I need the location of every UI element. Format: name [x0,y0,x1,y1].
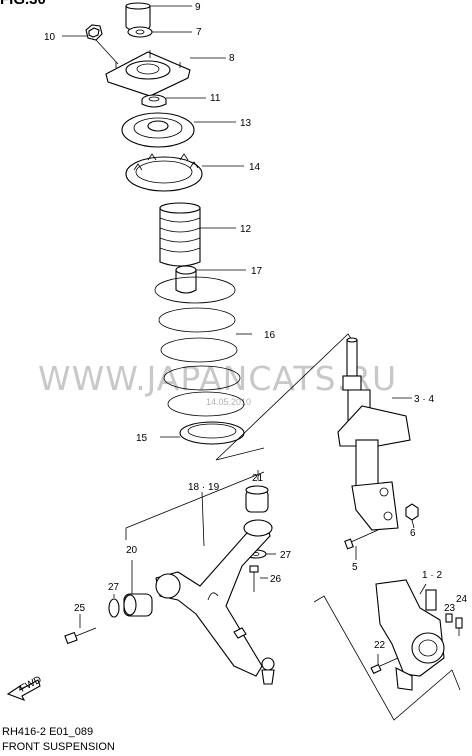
callout-18-19: 18 · 19 [188,482,220,493]
leader-1819 [201,491,205,547]
part-10-nut [85,24,103,41]
part-13-upper-seat [121,112,195,148]
callout-26: 26 [270,574,282,585]
part-3-4-strut [337,337,411,531]
leader-12b [419,583,427,595]
callout-10: 10 [44,32,56,43]
part-20-bushing [123,593,153,617]
callout-14: 14 [249,162,261,173]
knuckle-outline [313,595,461,721]
part-24-bolt [455,617,463,636]
callout-3-4: 3 · 4 [414,394,434,405]
leader-6 [411,519,415,529]
fwd-arrow-icon [6,679,41,702]
callout-27-lower: 27 [108,582,120,593]
callout-25: 25 [74,603,86,614]
part-26-bolt [249,565,259,592]
part-22-bolt [370,657,399,675]
leader-20-arm [125,471,265,540]
callout-5: 5 [352,562,358,573]
part-14-insulator [125,153,203,192]
part-12-boot [159,202,201,267]
part-15-lower-seat [179,421,245,445]
callout-22: 22 [374,640,386,651]
figure-title: FIG.30 [0,0,46,8]
watermark-text: WWW.JAPANCATS.RU [38,359,397,398]
callout-21: 21 [252,473,264,484]
part-7-washer [127,26,153,38]
watermark-stamp: 14.05.2010 [206,397,251,407]
part-11-bearing [141,94,167,108]
part-16-coil-spring [154,276,245,417]
drawing-code: RH416-2 E01_089 [2,726,94,738]
drawing-title: FRONT SUSPENSION [2,741,115,753]
part-18-19-control-arm [155,519,275,685]
part-23-bolt [445,613,453,623]
part-6-nut [405,503,419,521]
callout-15: 15 [136,433,148,444]
part-1-2-knuckle [375,579,445,691]
callout-9: 9 [195,2,201,13]
callout-8: 8 [229,53,235,64]
part-25-bolt [64,627,97,645]
leader-10-target [95,39,119,65]
callout-20: 20 [126,545,138,556]
part-17-bump-stopper [175,265,197,294]
part-21-bushing [245,485,269,513]
callout-13: 13 [240,118,252,129]
callout-1-2: 1 · 2 [422,570,442,581]
part-27-washer-lower [108,598,120,618]
callout-16: 16 [264,330,276,341]
callout-17: 17 [251,266,263,277]
callout-27-upper: 27 [280,550,292,561]
callout-24: 24 [456,594,468,605]
callout-23: 23 [444,603,456,614]
assembly-outline-lower [215,447,265,461]
callout-12: 12 [240,224,252,235]
part-8-strut-mount [105,50,191,97]
callout-7: 7 [196,27,202,38]
part-9-bump-cap [125,2,151,31]
callout-6: 6 [410,528,416,539]
part-5-bolt [344,529,379,550]
callout-11: 11 [210,93,221,104]
